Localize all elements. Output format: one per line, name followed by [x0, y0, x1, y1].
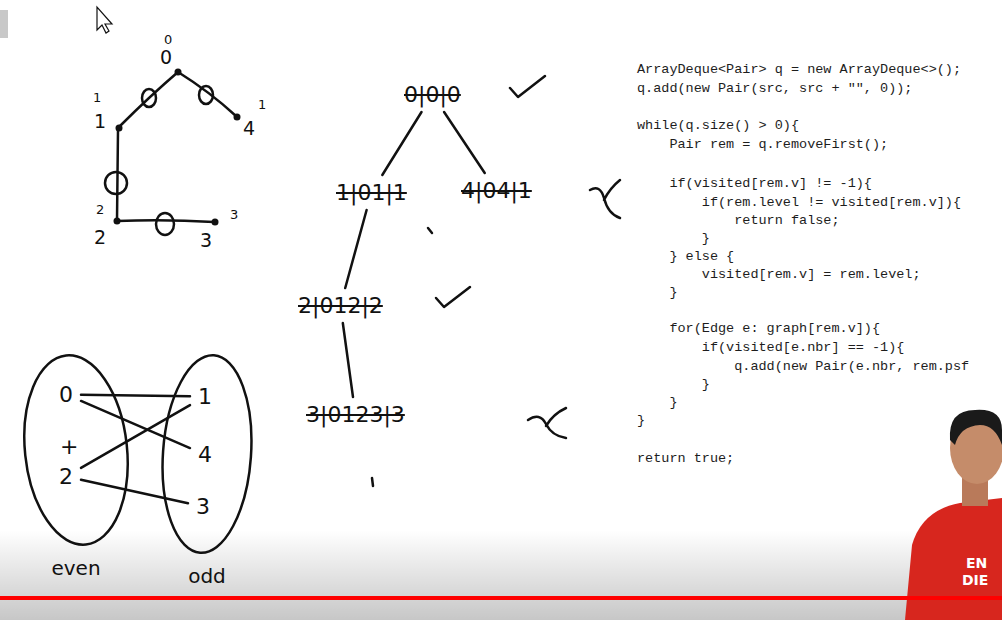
vertex-dot — [114, 218, 121, 225]
level-number: 1 — [258, 98, 266, 111]
vertex-text: 4 — [193, 440, 217, 469]
tick-marks — [372, 76, 620, 486]
connector-line — [444, 112, 485, 173]
vertex-label: 1 — [193, 382, 217, 411]
queue-entry-text: 1|01|1 — [330, 178, 413, 207]
progress-bar — [0, 596, 1002, 600]
connector-line — [81, 401, 190, 448]
alpha-mark — [528, 408, 566, 438]
mouse-cursor — [97, 7, 112, 33]
vertex-number: 3 — [200, 231, 212, 250]
vertex-dot — [212, 219, 219, 226]
connector-line — [81, 405, 190, 468]
code-line: } — [637, 232, 710, 246]
bfs-entry: 2|012|2 — [292, 291, 389, 320]
set-ellipse — [156, 352, 258, 556]
level-number: 1 — [93, 91, 101, 104]
edge-mark — [199, 86, 213, 104]
code-line: } — [637, 396, 678, 410]
vertex-text: 1 — [193, 382, 217, 411]
level-number: 3 — [230, 208, 238, 221]
level-number: 2 — [96, 203, 104, 216]
queue-entry-text: 3|0123|3 — [300, 400, 411, 429]
bfs-entry: 0|0|0 — [398, 80, 467, 109]
vertex-label: 4 — [193, 440, 217, 469]
code-line: visited[rem.v] = rem.level; — [637, 268, 921, 282]
vertex-number: 4 — [243, 119, 255, 138]
graph-edge — [178, 72, 236, 116]
graph-edge — [117, 220, 214, 222]
alpha-mark — [590, 180, 620, 218]
vertex-text: 2 — [54, 462, 78, 491]
connector-line — [345, 210, 366, 288]
code-line: q.add(new Pair(src, src + "", 0)); — [637, 82, 912, 96]
graph-vertices — [114, 69, 241, 226]
code-line: return true; — [637, 452, 734, 466]
graph-sketch — [105, 72, 236, 235]
vertex-number: 0 — [160, 48, 172, 67]
vertex-label: 2 — [54, 462, 78, 491]
graph-edge — [120, 72, 178, 126]
set-heading: odd — [188, 564, 226, 588]
check-mark — [510, 76, 545, 97]
dash-mark — [372, 478, 373, 486]
check-mark — [436, 287, 470, 307]
odd-set: odd143 — [160, 352, 254, 556]
edge-mark — [156, 213, 174, 235]
bfs-entry: 4|04|1 — [455, 176, 538, 205]
connector-line — [81, 480, 188, 503]
queue-entry-text: 0|0|0 — [398, 80, 467, 109]
bfs-entry: 1|01|1 — [330, 178, 413, 207]
dash-mark — [428, 228, 432, 233]
vertex-label: 0 — [54, 380, 78, 409]
code-line: if(rem.level != visited[rem.v]){ — [637, 196, 961, 210]
code-line: } — [637, 414, 645, 428]
code-line: } else { — [637, 250, 734, 264]
vertex-text: 3 — [191, 492, 215, 521]
code-line: } — [637, 378, 710, 392]
bfs-entry: 3|0123|3 — [300, 400, 411, 429]
set-ellipse — [15, 350, 136, 550]
code-line: if(visited[rem.v] != -1){ — [637, 177, 872, 191]
code-line: } — [637, 286, 678, 300]
corner-tab — [0, 10, 8, 38]
code-line: return false; — [637, 214, 840, 228]
vertex-text: 0 — [54, 380, 78, 409]
vertex-number: 1 — [94, 112, 106, 131]
vertex-dot — [175, 69, 182, 76]
edge-mark — [105, 172, 127, 194]
vertex-dot — [234, 114, 241, 121]
queue-entry-text: 4|04|1 — [455, 176, 538, 205]
set-heading: even — [51, 556, 100, 580]
vertex-label: 3 — [191, 492, 215, 521]
code-line: Pair rem = q.removeFirst(); — [637, 138, 888, 152]
level-number: 0 — [164, 33, 172, 46]
vertex-dot — [116, 125, 123, 132]
shirt-print: DIE — [962, 573, 988, 587]
code-line: while(q.size() > 0){ — [637, 119, 799, 133]
connector-line — [382, 112, 421, 175]
vertex-number: 2 — [94, 228, 106, 247]
connector-line — [343, 323, 353, 397]
presenter — [905, 410, 1002, 620]
code-line: if(visited[e.nbr] == -1){ — [637, 341, 904, 355]
code-line: for(Edge e: graph[rem.v]){ — [637, 322, 880, 336]
shirt-print: EN — [966, 556, 987, 570]
video-shade — [0, 530, 1002, 620]
plus-sign: + — [60, 436, 78, 458]
code-line: q.add(new Pair(e.nbr, rem.psf — [637, 360, 969, 374]
presenter-shirt — [905, 498, 1002, 620]
graph-edge — [117, 130, 118, 220]
code-line: ArrayDeque<Pair> q = new ArrayDeque<>(); — [637, 63, 961, 77]
presenter-hair — [950, 410, 1002, 445]
queue-entry-text: 2|012|2 — [292, 291, 389, 320]
edge-mark — [142, 89, 156, 107]
